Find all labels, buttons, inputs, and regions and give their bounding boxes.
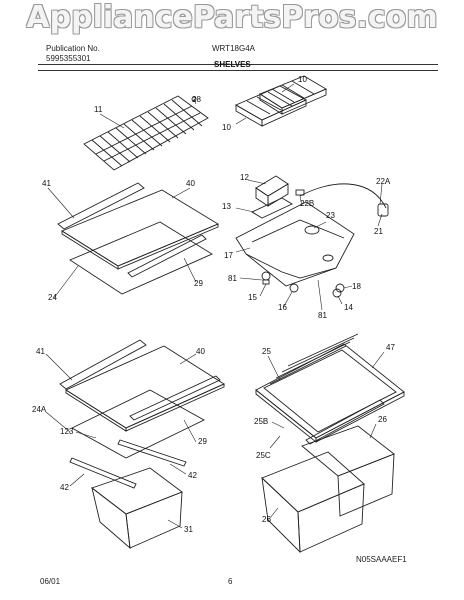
callout-41-lower: 41: [36, 347, 45, 356]
callout-29-lower: 29: [198, 437, 207, 446]
callout-16: 16: [278, 303, 287, 312]
callout-29-upper: 29: [194, 279, 203, 288]
section-title: SHELVES: [214, 60, 251, 69]
callout-14: 14: [344, 303, 353, 312]
diagram-code: N05SAAAEF1: [356, 555, 407, 564]
wire-shelf: [83, 95, 209, 171]
callout-31: 31: [184, 525, 193, 534]
leader-lines: [45, 83, 385, 529]
callout-41-upper: 41: [42, 179, 51, 188]
ice-trays: [234, 75, 327, 127]
callout-10-top: 10: [298, 75, 307, 84]
callout-42-left: 42: [60, 483, 69, 492]
footer-page-number: 6: [228, 577, 233, 586]
callout-15: 15: [248, 293, 257, 302]
callout-26-lower: 26: [262, 515, 271, 524]
callout-22b: 22B: [300, 199, 314, 208]
callout-40-upper: 40: [186, 179, 195, 188]
callout-13: 13: [222, 202, 231, 211]
crisper-drawer-right-back: [301, 425, 395, 517]
callout-10-left: 10: [222, 123, 231, 132]
callout-81-left: 81: [228, 274, 237, 283]
callout-23: 23: [326, 211, 335, 220]
callout-18: 18: [352, 282, 361, 291]
callout-21: 21: [374, 227, 383, 236]
callout-22a: 22A: [376, 177, 391, 186]
header-rule-bottom: [38, 70, 438, 71]
crisper-drawer-left: [91, 467, 183, 550]
glass-shelf-assembly-upper: [57, 182, 219, 295]
model-number: WRT18G4A: [212, 44, 255, 53]
callout-81-right: 81: [318, 311, 327, 320]
callout-24: 24: [48, 293, 57, 302]
callout-42-right: 42: [188, 471, 197, 480]
crisper-drawer-right-front: [261, 451, 365, 554]
callout-25: 25: [262, 347, 271, 356]
callout-28: 28: [192, 95, 201, 104]
callout-25b: 25B: [254, 417, 268, 426]
shelf-clip: [191, 96, 197, 102]
callout-40-lower: 40: [196, 347, 205, 356]
callout-17: 17: [224, 251, 233, 260]
callout-123: 123: [60, 427, 74, 436]
glass-shelf-assembly-lower: [59, 339, 225, 489]
callout-12: 12: [240, 173, 249, 182]
publication-number: 5995355301: [46, 54, 91, 63]
publication-label: Publication No.: [46, 44, 100, 53]
crisper-cover: [255, 333, 405, 445]
callout-26-upper: 26: [378, 415, 387, 424]
header-rule-top: [38, 64, 438, 65]
callout-47: 47: [386, 343, 395, 352]
callout-24a: 24A: [32, 405, 47, 414]
footer-date: 06/01: [40, 577, 61, 586]
control-housing-assembly: [235, 175, 389, 298]
watermark: AppliancePartsPros.com: [26, 0, 438, 35]
callout-11: 11: [94, 105, 103, 114]
callout-25c: 25C: [256, 451, 271, 460]
